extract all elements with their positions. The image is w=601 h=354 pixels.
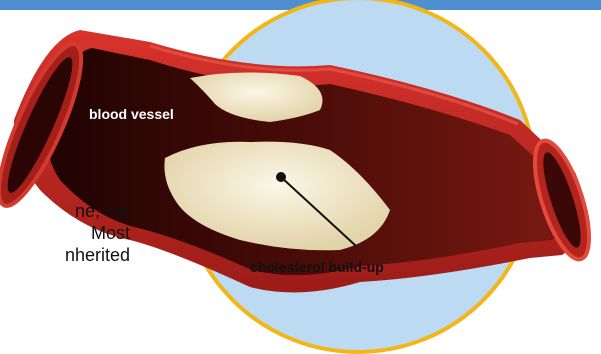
body-text-line: ne, the [0, 200, 130, 222]
body-text-line: nherited [0, 244, 130, 266]
body-text-line: Most [0, 222, 130, 244]
cholesterol-label: cholesterol build-up [250, 259, 384, 275]
blood-vessel-label: blood vessel [89, 106, 174, 122]
body-text-fragment: ne, the Most nherited [0, 200, 130, 266]
